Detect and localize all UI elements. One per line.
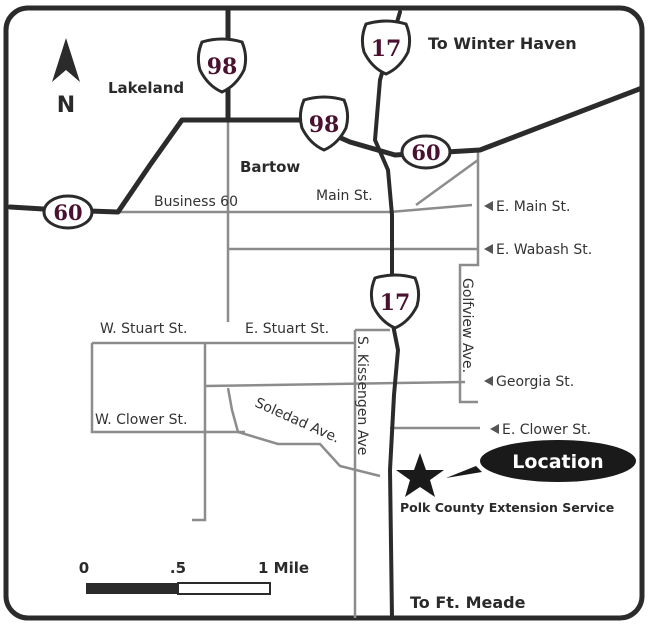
label-ft-meade: To Ft. Meade — [410, 593, 526, 612]
street-soledad — [226, 387, 381, 478]
route-98-top-label: 98 — [207, 54, 238, 80]
label-e-wabash-st: E. Wabash St. — [496, 242, 592, 258]
route-98-mid-label: 98 — [309, 112, 340, 138]
route-17-top-label: 17 — [371, 36, 402, 62]
label-georgia-st: Georgia St. — [496, 374, 574, 390]
pointer-arrow-icon — [484, 376, 493, 386]
north-arrow: N — [52, 38, 80, 118]
pointer-e-clower: E. Clower St. — [490, 422, 591, 438]
scale-label-mile: 1 Mile — [258, 559, 309, 577]
scale-label-half: .5 — [170, 559, 186, 577]
label-lakeland: Lakeland — [108, 79, 184, 97]
street-georgia — [204, 380, 466, 388]
scale-bar: 0 .5 1 Mile — [79, 559, 309, 595]
pointer-arrow-icon — [490, 424, 499, 434]
north-label: N — [57, 93, 75, 118]
callout-pointer — [446, 466, 482, 478]
pointer-arrow-icon — [484, 201, 493, 211]
label-s-kissengen-ave: S. Kissengen Ave — [354, 336, 370, 455]
label-main-st: Main St. — [316, 188, 373, 204]
pointer-e-main: E. Main St. — [484, 199, 570, 215]
route-98-mid-shield: 98 — [298, 95, 350, 152]
pointer-e-wabash: E. Wabash St. — [484, 242, 592, 258]
route-60-right-label: 60 — [411, 140, 440, 165]
hwy-17-north — [373, 10, 402, 620]
label-w-stuart-st: W. Stuart St. — [100, 321, 188, 337]
scale-bar-light — [177, 582, 271, 595]
scale-bar-dark — [86, 583, 178, 594]
route-60-left-shield: 60 — [42, 194, 94, 230]
label-w-clower-st: W. Clower St. — [95, 412, 187, 428]
label-e-main-st: E. Main St. — [496, 199, 570, 215]
callout-bubble — [480, 440, 636, 482]
route-17-mid-shield: 17 — [369, 273, 421, 330]
pointer-arrow-icon — [484, 244, 493, 254]
location-callout: Location — [446, 440, 636, 482]
route-17-top-shield: 17 — [360, 19, 412, 76]
north-arrow-icon — [52, 38, 80, 82]
route-17-mid-label: 17 — [380, 290, 411, 316]
street-golfview-diag — [415, 158, 479, 207]
route-shields: 98 17 98 17 60 60 — [42, 19, 452, 330]
label-winter-haven: To Winter Haven — [428, 34, 577, 53]
location-label: Location — [512, 451, 603, 473]
label-business-60: Business 60 — [154, 194, 238, 210]
pointer-georgia: Georgia St. — [484, 374, 574, 390]
label-e-clower-st: E. Clower St. — [502, 422, 591, 438]
location-star-icon — [396, 453, 444, 497]
scale-label-0: 0 — [79, 559, 89, 577]
route-98-top-shield: 98 — [196, 37, 248, 94]
route-60-right-shield: 60 — [400, 134, 452, 170]
street-golfview — [458, 150, 480, 404]
label-extension-service: Polk County Extension Service — [400, 500, 614, 515]
route-60-left-label: 60 — [53, 200, 82, 225]
label-bartow: Bartow — [240, 158, 300, 176]
label-golfview-ave: Golfview Ave. — [459, 278, 475, 373]
label-e-stuart-st: E. Stuart St. — [245, 321, 329, 337]
street-west-vertical — [192, 343, 207, 522]
street-stuart — [90, 343, 205, 434]
